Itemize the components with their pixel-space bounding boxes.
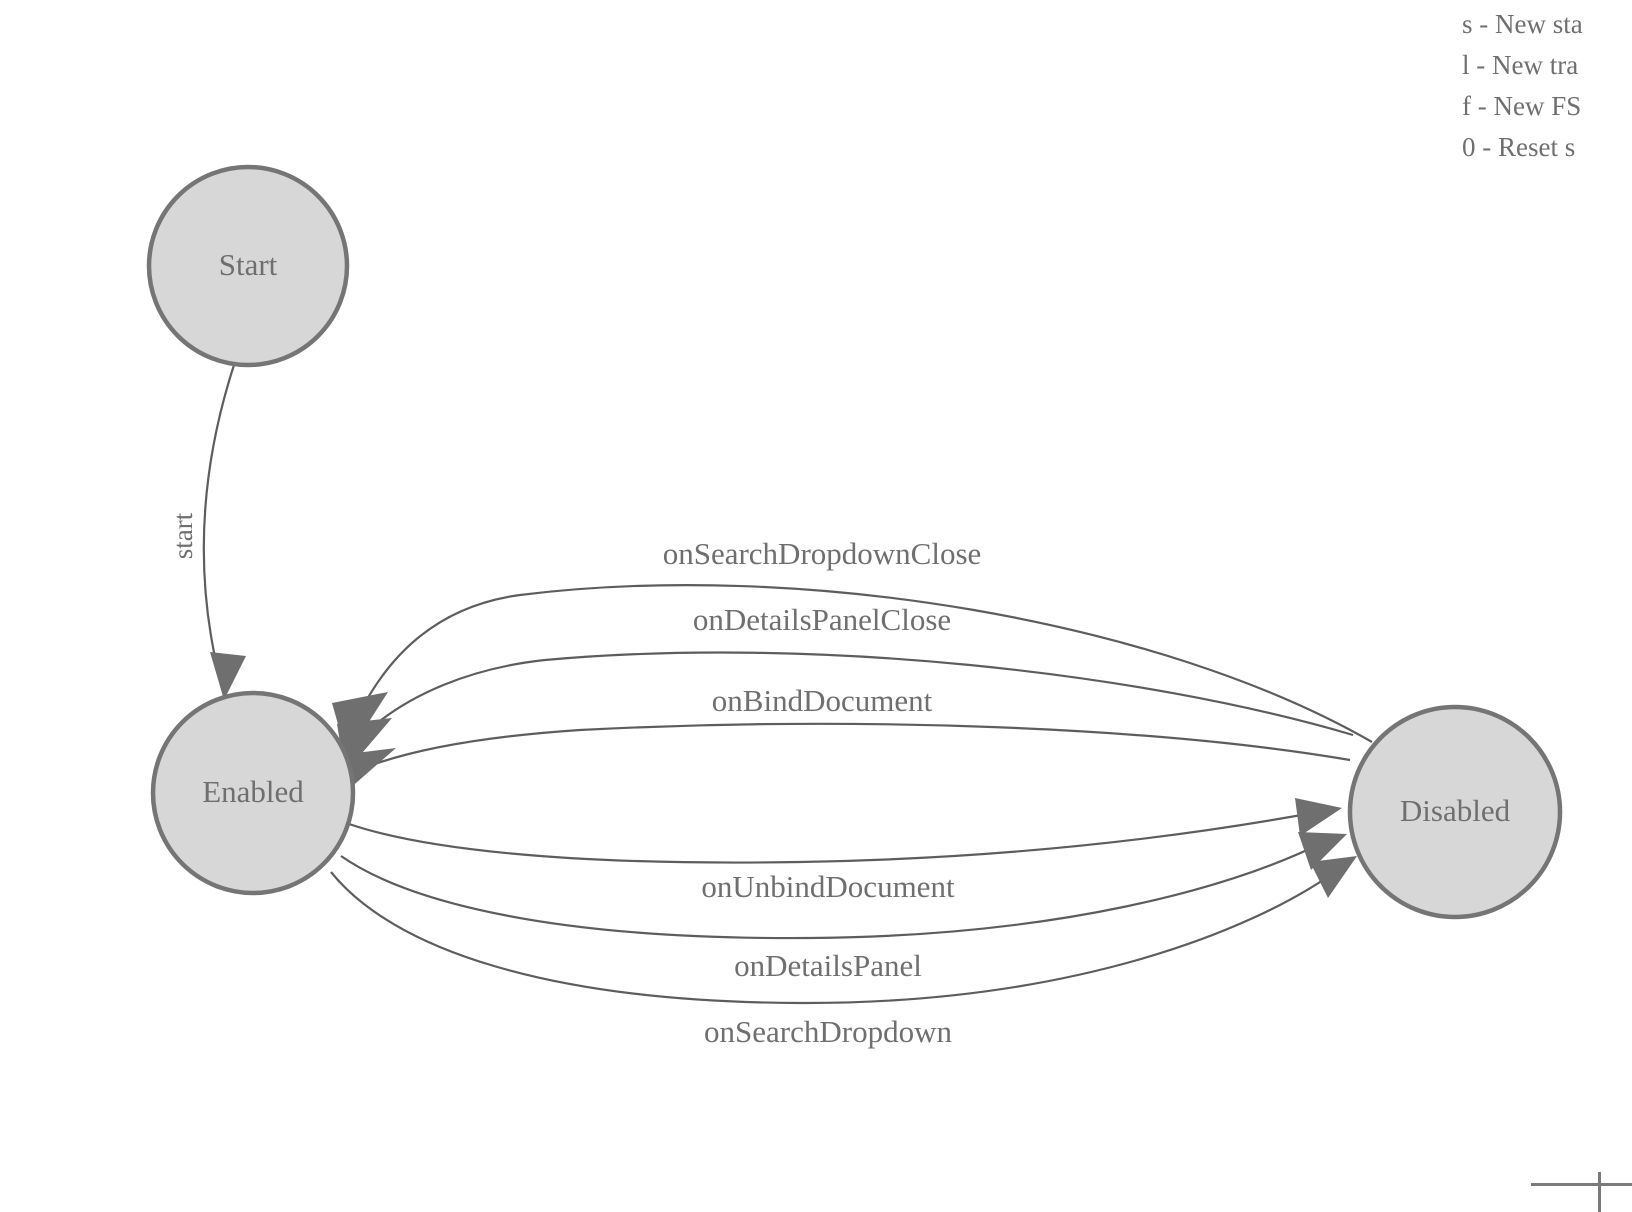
edge-path-onunbinddocument[interactable]: [348, 810, 1319, 864]
edge-path-ondetailspanelclose[interactable]: [367, 651, 1354, 737]
arrowhead-onbinddocument: [348, 748, 396, 790]
node-enabled-label: Enabled: [202, 774, 304, 809]
edge-label-ondetailspanelclose: onDetailsPanelClose: [693, 602, 951, 637]
node-start-label: Start: [219, 247, 278, 282]
edge-group: start onSearchDropdownClose onDetailsPan…: [168, 364, 1373, 1049]
edge-label-onbinddocument: onBindDocument: [712, 683, 933, 718]
arrowhead-onunbinddocument: [1295, 798, 1342, 836]
panel-corner-edge: [1531, 1183, 1601, 1186]
edge-label-onunbinddocument: onUnbindDocument: [701, 869, 955, 904]
edge-path-start[interactable]: [202, 364, 236, 663]
node-disabled[interactable]: Disabled: [1347, 704, 1563, 920]
edge-enabled-disabled-ondetailspanel[interactable]: onDetailsPanel: [340, 832, 1347, 983]
edge-enabled-disabled-onsearchdropdown[interactable]: onSearchDropdown: [330, 856, 1357, 1049]
arrowhead-ondetailspanel: [1298, 832, 1347, 870]
edge-path-onsearchdropdownclose[interactable]: [364, 584, 1373, 743]
edge-path-onbinddocument[interactable]: [371, 722, 1351, 767]
edge-enabled-disabled-onunbinddocument[interactable]: onUnbindDocument: [348, 798, 1342, 904]
bottom-right-panel-corner[interactable]: [1531, 1172, 1632, 1212]
node-start[interactable]: Start: [146, 164, 350, 368]
node-group: Start Enabled Disabled: [146, 164, 1563, 920]
edge-start-enabled[interactable]: start: [168, 364, 246, 700]
node-enabled[interactable]: Enabled: [150, 690, 356, 896]
edge-path-ondetailspanel[interactable]: [340, 842, 1323, 940]
arrowhead-onsearchdropdown: [1310, 856, 1357, 898]
node-disabled-circle[interactable]: [1347, 704, 1563, 920]
edge-disabled-enabled-onbinddocument[interactable]: onBindDocument: [348, 683, 1351, 790]
edge-label-onsearchdropdownclose: onSearchDropdownClose: [663, 536, 982, 571]
edge-label-start: start: [168, 512, 198, 559]
node-enabled-circle[interactable]: [150, 690, 356, 896]
edge-path-onsearchdropdown[interactable]: [330, 871, 1336, 1005]
node-disabled-label: Disabled: [1400, 793, 1511, 828]
arrowhead-start-enabled: [210, 652, 246, 700]
edge-label-ondetailspanel: onDetailsPanel: [734, 948, 922, 983]
node-start-circle[interactable]: [146, 164, 350, 368]
edge-label-onsearchdropdown: onSearchDropdown: [704, 1014, 952, 1049]
